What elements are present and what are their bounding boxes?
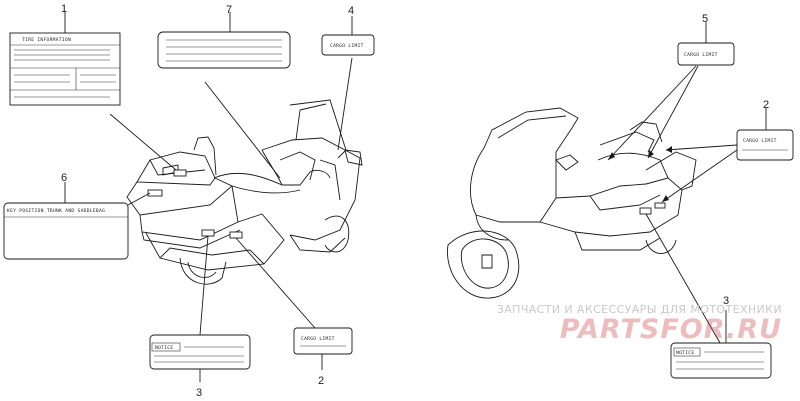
tire-info-text: TIRE INFORMATION (22, 37, 71, 43)
callout-2-left: 2 (318, 375, 324, 387)
notice-label-3a: NOTICE (149, 334, 251, 370)
key-position-text: KEY POSITION TRUNK AND SADDLEBAG (7, 208, 105, 214)
cargo-limit-label-2a: CARGO LIMIT (293, 327, 353, 355)
motorcycle-rear-view (126, 99, 363, 285)
trunk-top-decal-1 (173, 169, 187, 177)
saddlebag-decal-2 (229, 231, 243, 239)
callout-1: 1 (61, 3, 67, 15)
callout-3-right: 3 (723, 295, 729, 307)
cargo-limit-label-2b: CARGO LIMIT (736, 129, 794, 161)
label-7 (157, 31, 291, 69)
cargo-limit-label-4: CARGO LIMIT (321, 34, 375, 56)
callout-7: 7 (226, 4, 232, 16)
tire-information-label: TIRE INFORMATION (9, 32, 121, 106)
arrowheads (608, 146, 672, 202)
notice-text-3a: NOTICE (155, 345, 173, 351)
cargo-limit-label-5: CARGO LIMIT (677, 42, 735, 66)
leader-lines (64, 12, 767, 382)
callout-6: 6 (61, 172, 67, 184)
callout-4: 4 (348, 5, 354, 17)
saddlebag-decal-3 (201, 229, 215, 237)
cargo-limit-text-2b: CARGO LIMIT (743, 138, 777, 144)
side-decal-2b (654, 202, 666, 209)
callout-2-right: 2 (763, 99, 769, 111)
notice-label-3b: NOTICE (670, 342, 772, 379)
cargo-limit-text-5: CARGO LIMIT (684, 52, 718, 58)
trunk-decal-6 (147, 189, 163, 197)
cargo-limit-text-4: CARGO LIMIT (330, 43, 364, 49)
motorcycle-front-view (446, 107, 697, 299)
callout-3-left: 3 (196, 387, 202, 399)
callout-5: 5 (702, 13, 708, 25)
key-position-label: KEY POSITION TRUNK AND SADDLEBAG (3, 202, 129, 260)
side-decal-3b (639, 207, 652, 215)
notice-text-3b: NOTICE (676, 350, 694, 356)
cargo-limit-text-2a: CARGO LIMIT (301, 336, 335, 342)
